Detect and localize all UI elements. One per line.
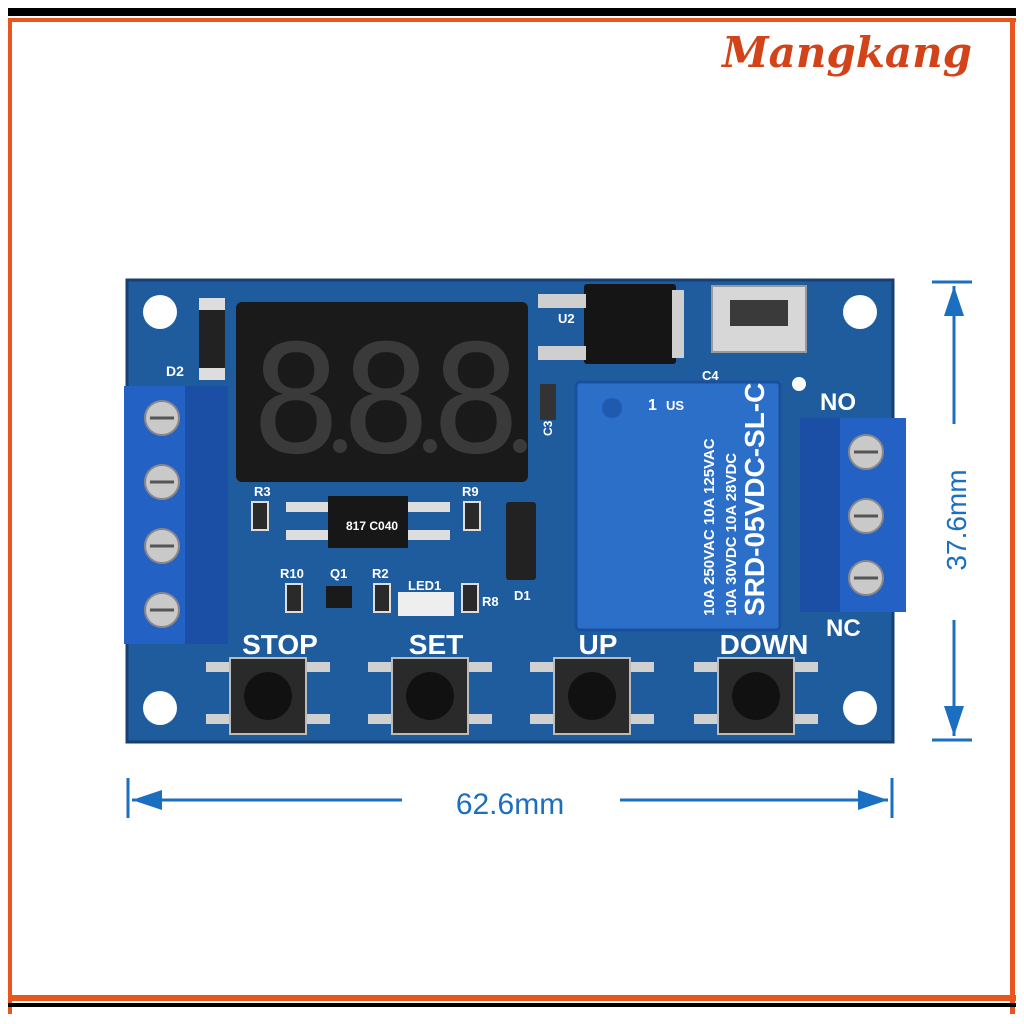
brand-logo: Mangkang	[722, 28, 972, 77]
label-r10: R10	[280, 566, 304, 581]
relay	[574, 380, 782, 632]
label-nc: NC	[826, 615, 861, 642]
frame-right-border	[1010, 18, 1015, 1014]
micro-usb-port	[711, 285, 807, 353]
relay-cert: US	[666, 398, 684, 413]
label-c4: C4	[702, 368, 719, 383]
button-down[interactable]	[694, 657, 818, 735]
button-set[interactable]	[368, 657, 492, 735]
button-label-set: SET	[409, 629, 463, 660]
height-dimension	[932, 280, 972, 742]
smd-resistors	[251, 501, 481, 616]
diode-d1	[506, 502, 536, 580]
capacitor-c3	[540, 384, 556, 420]
button-label-down: DOWN	[720, 629, 809, 660]
mounting-holes	[143, 295, 877, 725]
relay-index: 1	[648, 397, 657, 414]
relay-rating-2: 10A 30VDC 10A 28VDC	[723, 453, 740, 616]
label-r3: R3	[254, 484, 271, 499]
relay-rating-1: 10A 250VAC 10A 125VAC	[701, 438, 718, 616]
label-led1: LED1	[408, 578, 441, 593]
width-label: 62.6mm	[456, 788, 564, 821]
left-terminal-block	[124, 386, 228, 644]
frame-left-border	[8, 18, 12, 1014]
label-d2: D2	[166, 363, 184, 379]
label-r9: R9	[462, 484, 479, 499]
label-u2: U2	[558, 311, 575, 326]
display-digit: 8	[251, 314, 341, 488]
frame-bottom-border	[8, 995, 1016, 1001]
label-r8: R8	[482, 594, 499, 609]
button-stop[interactable]	[206, 657, 330, 735]
optocoupler	[286, 496, 450, 548]
label-no: NO	[820, 389, 856, 416]
button-label-stop: STOP	[242, 629, 318, 660]
width-dimension	[126, 778, 894, 818]
seven-segment-display	[236, 302, 528, 482]
relay-model: SRD-05VDC-SL-C	[739, 383, 770, 616]
push-buttons: STOP SET UP DOWN	[206, 629, 818, 735]
button-up[interactable]	[530, 657, 654, 735]
regulator-u2	[538, 284, 684, 364]
frame-top-border	[8, 8, 1016, 16]
display-decimal-point	[423, 439, 437, 453]
display-decimal-point	[513, 439, 527, 453]
label-c3: C3	[541, 420, 555, 436]
diode-d2	[199, 298, 225, 380]
frame-bottom-black-border	[8, 1003, 1016, 1007]
label-q1: Q1	[330, 566, 347, 581]
display-digit: 8	[431, 314, 521, 488]
button-label-up: UP	[579, 629, 618, 660]
height-label: 37.6mm	[941, 469, 972, 570]
display-digit: 8	[341, 314, 431, 488]
label-r2: R2	[372, 566, 389, 581]
display-decimal-point	[333, 439, 347, 453]
optocoupler-marking: 817 C040	[346, 519, 398, 533]
right-terminal-block	[800, 418, 906, 612]
frame-orange-border	[8, 18, 1016, 22]
label-d1: D1	[514, 588, 531, 603]
